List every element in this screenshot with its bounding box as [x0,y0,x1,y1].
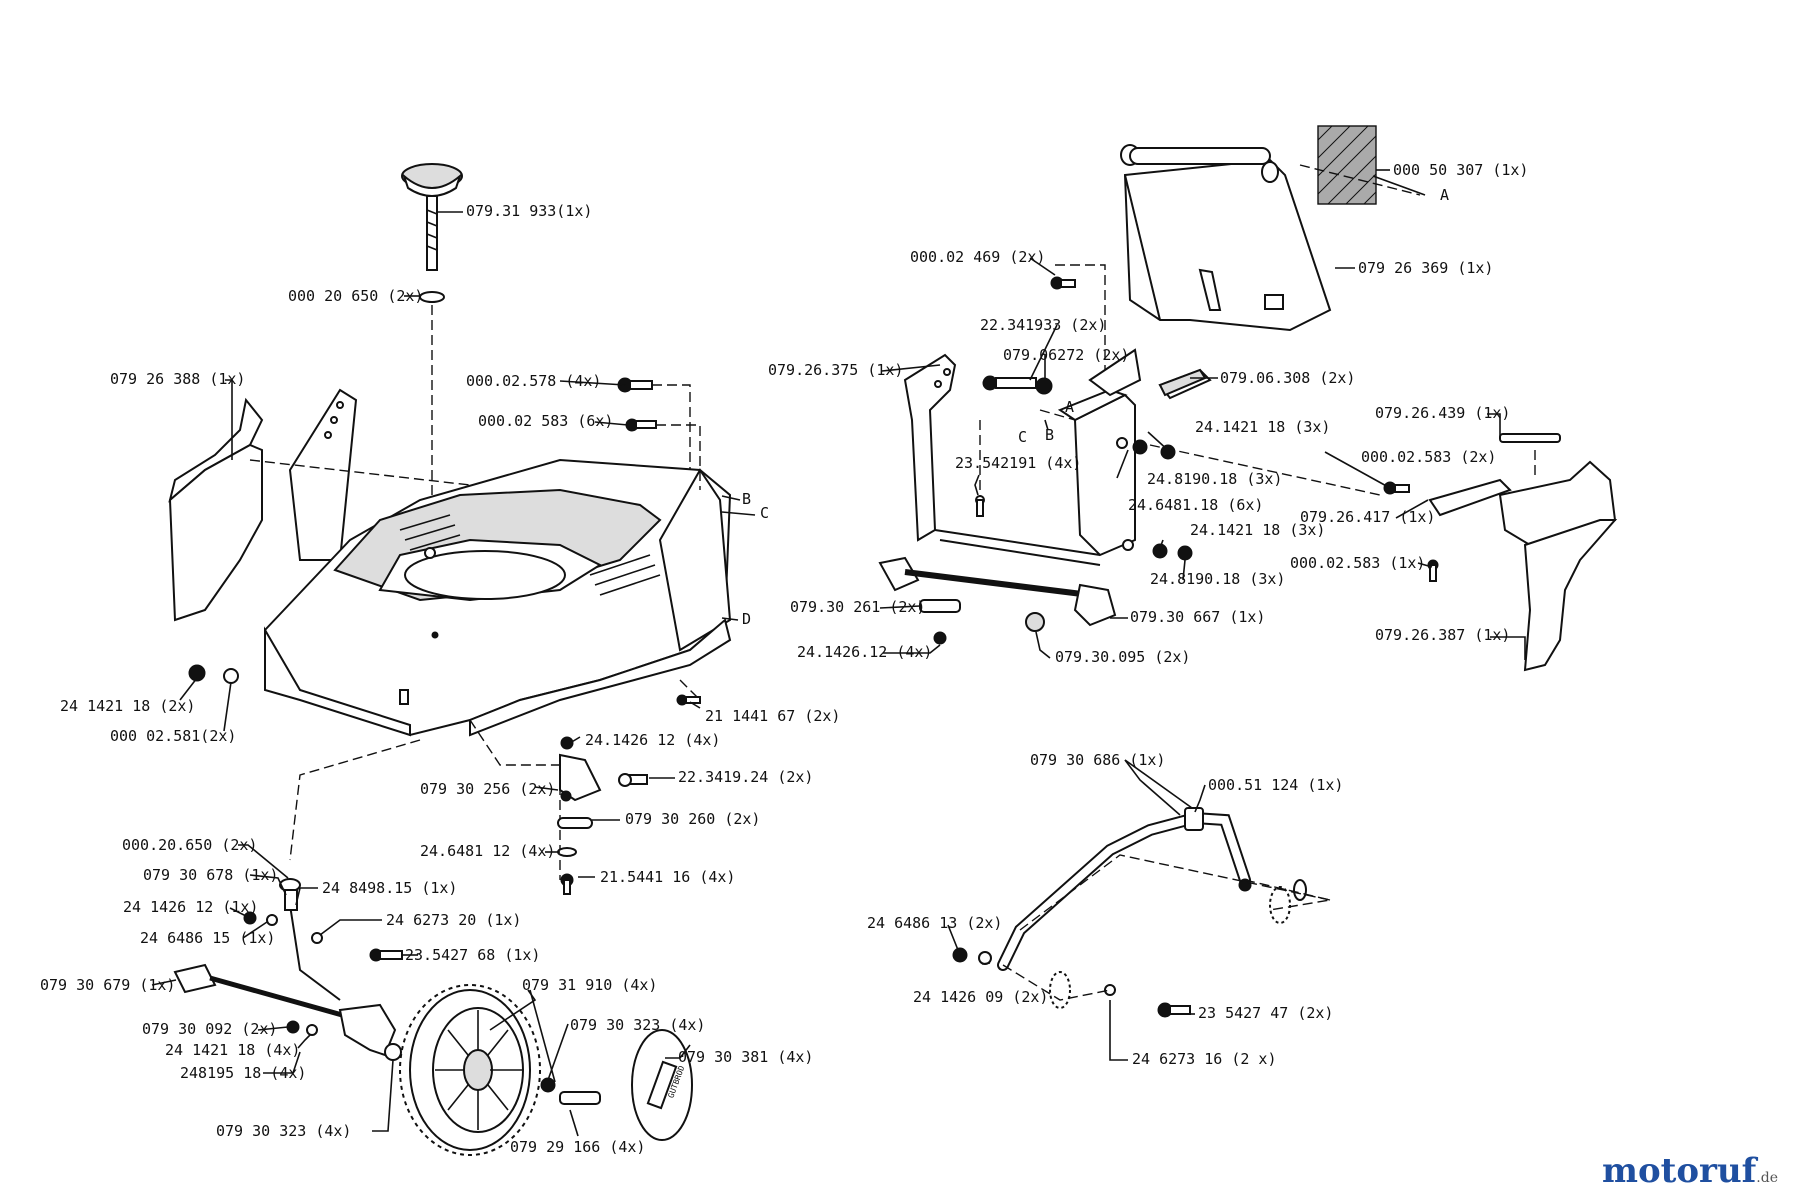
label-24648118: 24.6481.18 (6x) [1128,496,1263,514]
label-00002578: 000.02.578 (4x) [466,372,601,390]
label-07930323-a: 079 30 323 (4x) [570,1016,705,1034]
label-24142612-1x: 24 1426 12 (1x) [123,898,258,916]
label-07930261: 079.30 261 (2x) [790,598,925,616]
label-07929166: 079 29 166 (4x) [510,1138,645,1156]
label-00002583-1x: 000.02.583 (1x) [1290,554,1425,572]
label-ref-d: D [742,610,751,628]
leader-flap [249,459,471,486]
label-24142612-4x-b: 24.1426.12 (4x) [797,643,932,661]
watermark-logo: motoruf.de [1602,1151,1778,1191]
height-bracket [557,736,648,895]
label-07930678: 079 30 678 (1x) [143,866,278,884]
label-ref-a-top: A [1440,186,1449,204]
label-ref-c: C [760,504,769,522]
callout-leaders [151,169,1526,1137]
label-24142612-4x: 24.1426 12 (4x) [585,731,720,749]
label-07926417: 079.26.417 (1x) [1300,508,1435,526]
rear-flap-right [1428,433,1618,672]
label-23542747: 23 5427 47 (2x) [1198,1004,1333,1022]
label-00002581: 000 02.581(2x) [110,727,236,745]
label-00051124: 000.51 124 (1x) [1208,776,1343,794]
mower-deck [264,458,732,737]
label-00020650: 000 20 650 (2x) [288,287,423,305]
label-ref-b: B [742,490,751,508]
upper-handle [952,807,1331,1018]
front-axle [173,878,403,1061]
label-24648112: 24.6481 12 (4x) [420,842,555,860]
label-23542191: 23.542191 (4x) [955,454,1081,472]
label-24849815: 24 8498.15 (1x) [322,879,457,897]
label-24819018-a: 24.8190.18 (3x) [1147,470,1282,488]
label-07930323-b: 079 30 323 (4x) [216,1122,351,1140]
label-24142118-3x-a: 24.1421 18 (3x) [1195,418,1330,436]
label-07930095: 079.30.095 (2x) [1055,648,1190,666]
leader-axle [289,739,421,861]
label-07926369: 079 26 369 (1x) [1358,259,1493,277]
label-24819518: 248195 18 (4x) [180,1064,306,1082]
label-24819018-b: 24.8190.18 (3x) [1150,570,1285,588]
label-21544116: 21.5441 16 (4x) [600,868,735,886]
label-00002583-2x: 000.02.583 (2x) [1361,448,1496,466]
watermark-suffix: .de [1756,1170,1778,1186]
label-07930260: 079 30 260 (2x) [625,810,760,828]
label-ref-c-mid: C [1018,428,1027,446]
adjust-knob [401,163,463,303]
label-00002583-6x: 000.02 583 (6x) [478,412,613,430]
label-24142118-3x-b: 24.1421 18 (3x) [1190,521,1325,539]
label-24142609: 24 1426 09 (2x) [913,988,1048,1006]
rear-flap-left [168,388,358,622]
label-21144167: 21 1441 67 (2x) [705,707,840,725]
label-07930381: 079 30 381 (4x) [678,1048,813,1066]
label-00002469: 000.02 469 (2x) [910,248,1045,266]
label-07926439: 079.26.439 (1x) [1375,404,1510,422]
label-07926387: 079.26.387 (1x) [1375,626,1510,644]
label-07926388: 079 26 388 (1x) [110,370,245,388]
label-24142118-2x: 24 1421 18 (2x) [60,697,195,715]
label-07930256: 079 30 256 (2x) [420,780,555,798]
label-22341933: 22.341933 (2x) [980,316,1106,334]
label-24627316: 24 6273 16 (2 x) [1132,1050,1277,1068]
label-00050307: 000 50 307 (1x) [1393,161,1528,179]
leader-flap-a [1299,164,1421,196]
label-07931933: 079.31 933(1x) [466,202,592,220]
handle-bolts [975,276,1439,582]
label-23542768: 23.5427 68 (1x) [405,946,540,964]
watermark-main: motoruf [1602,1151,1757,1191]
label-07930092: 079 30 092 (2x) [142,1020,277,1038]
label-24627320: 24 6273 20 (1x) [386,911,521,929]
label-22341924: 22.3419.24 (2x) [678,768,813,786]
label-24648613: 24 6486 13 (2x) [867,914,1002,932]
label-07906272: 079.06272 (2x) [1003,346,1129,364]
leader-bracket [469,719,560,766]
leader-bolt-a [1039,409,1076,421]
deck-bolts [188,377,701,706]
leader-right [1149,444,1381,496]
label-00020650-b: 000.20.650 (2x) [122,836,257,854]
leader-top-screw [1055,264,1106,395]
label-24142118-4x: 24 1421 18 (4x) [165,1041,300,1059]
part-labels: 079.31 933(1x) 000 20 650 (2x) 079 26 38… [40,161,1528,1156]
label-ref-a-mid: A [1065,398,1074,416]
wheel: GUTBROD [399,984,693,1156]
leader-bolt1 [652,384,691,470]
label-07930686: 079 30 686 (1x) [1030,751,1165,769]
label-07931910: 079 31 910 (4x) [522,976,657,994]
label-07926375: 079.26.375 (1x) [768,361,903,379]
grass-catcher [1120,125,1377,332]
label-07930667: 079.30 667 (1x) [1130,608,1265,626]
label-07906308: 079.06.308 (2x) [1220,369,1355,387]
label-24648615: 24 6486 15 (1x) [140,929,275,947]
lower-handle-bracket [903,353,1136,566]
label-ref-b-mid: B [1045,426,1054,444]
label-07930679: 079 30 679 (1x) [40,976,175,994]
